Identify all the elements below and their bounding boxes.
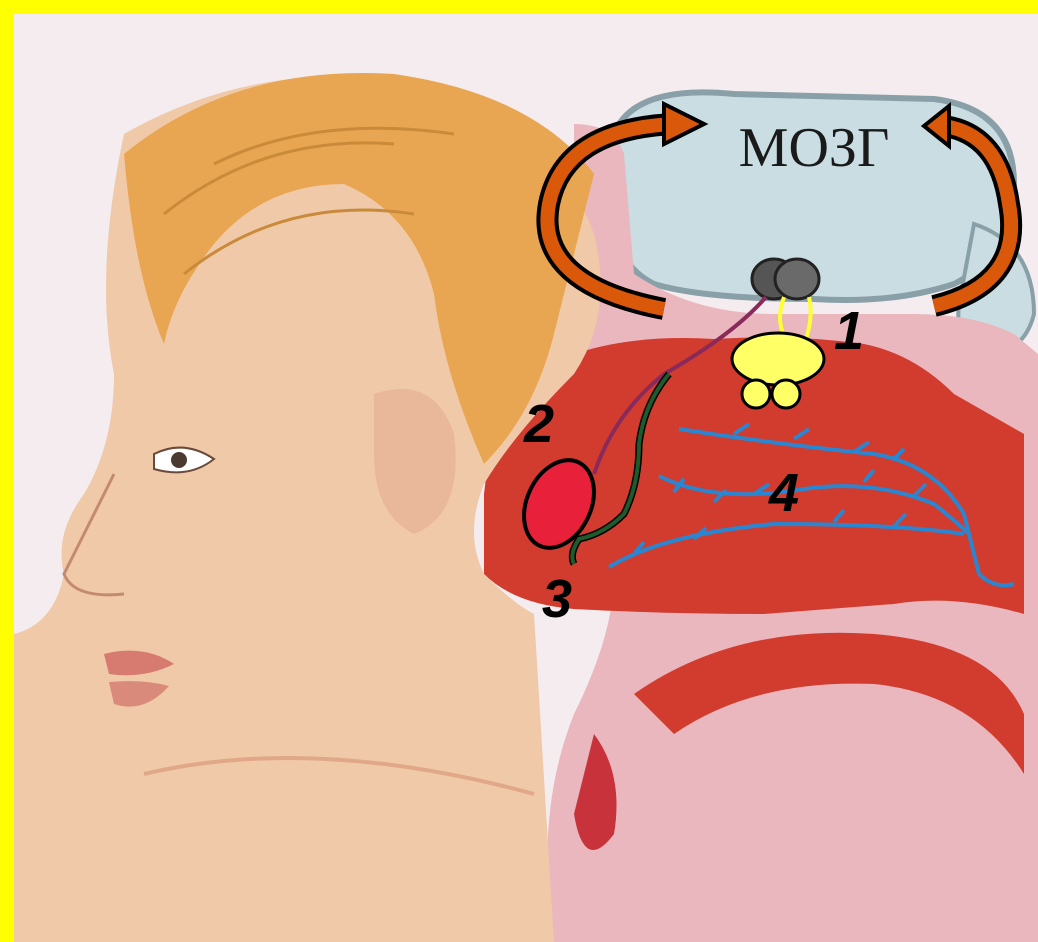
ganglion-right [775, 259, 819, 299]
label-4: 4 [768, 463, 799, 523]
label-3: 3 [542, 569, 572, 629]
olfactory-bulb [732, 333, 824, 385]
label-1: 1 [834, 301, 864, 361]
label-2: 2 [523, 394, 554, 454]
anatomy-illustration: МОЗГ 1 2 3 4 [14, 14, 1038, 942]
eye-pupil [171, 452, 187, 468]
diagram-svg: МОЗГ 1 2 3 4 [14, 14, 1038, 942]
olfactory-node-right [772, 380, 800, 408]
olfactory-node-left [742, 380, 770, 408]
brain-title: МОЗГ [739, 117, 890, 179]
